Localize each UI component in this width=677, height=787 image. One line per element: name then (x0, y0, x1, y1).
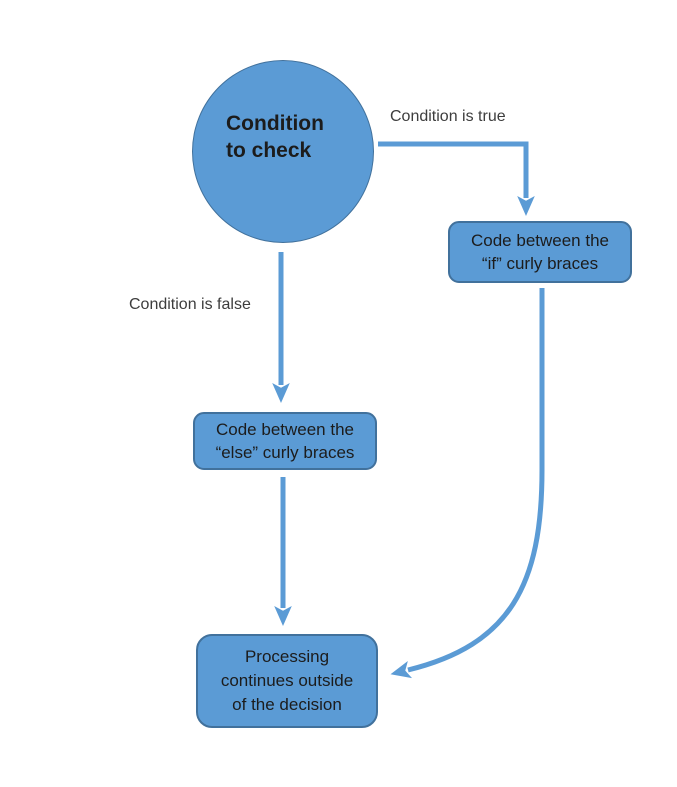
node-processing: Processing continues outside of the deci… (196, 634, 378, 728)
node-if-branch: Code between the “if” curly braces (448, 221, 632, 283)
edge-label-condition-true: Condition is true (390, 108, 506, 125)
node-processing-label: Processing continues outside of the deci… (220, 647, 354, 714)
node-condition-label: Condition to check (226, 112, 324, 162)
arrow-condition-true (378, 141, 535, 216)
node-else-branch-label: Code between the “else” curly braces (215, 420, 355, 462)
node-else-branch: Code between the “else” curly braces (193, 412, 377, 470)
node-condition-circle: Condition to check (192, 60, 374, 243)
edge-label-condition-false: Condition is false (129, 296, 251, 313)
node-if-branch-label: Code between the “if” curly braces (471, 231, 609, 273)
arrow-if-to-processing (390, 288, 545, 679)
